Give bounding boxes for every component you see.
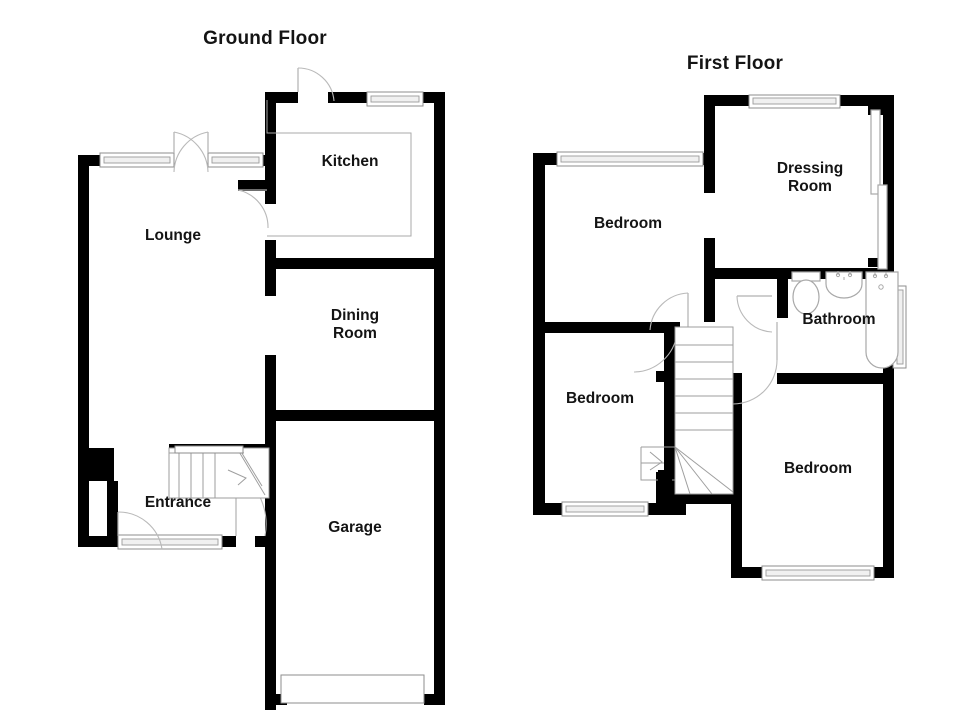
room-label-bedroom-3: Bedroom: [783, 460, 853, 477]
toilet-bowl: [792, 279, 820, 315]
ground-staircase: [168, 445, 270, 499]
bath-tub: [865, 271, 899, 369]
first-windows: [556, 94, 907, 581]
kitchen-counter-outline: [266, 100, 412, 237]
room-label-bathroom: Bathroom: [802, 311, 876, 328]
room-label-lounge: Lounge: [145, 227, 201, 244]
room-label-bedroom-1: Bedroom: [593, 215, 663, 232]
first-floor-title: First Floor: [686, 53, 784, 74]
room-label-dining-room: Dining Room: [330, 307, 380, 343]
room-label-garage: Garage: [328, 519, 382, 536]
room-label-kitchen: Kitchen: [321, 153, 379, 170]
room-label-entrance: Entrance: [144, 494, 212, 511]
ground-walls: [78, 92, 445, 710]
first-staircase: [640, 326, 734, 495]
room-label-bedroom-2: Bedroom: [565, 390, 635, 407]
ground-floor-title: Ground Floor: [203, 28, 327, 49]
ground-windows: [99, 91, 425, 704]
bathroom-fixtures: [791, 271, 899, 369]
room-label-dressing-room: Dressing Room: [776, 160, 844, 196]
wash-basin: [825, 271, 863, 299]
